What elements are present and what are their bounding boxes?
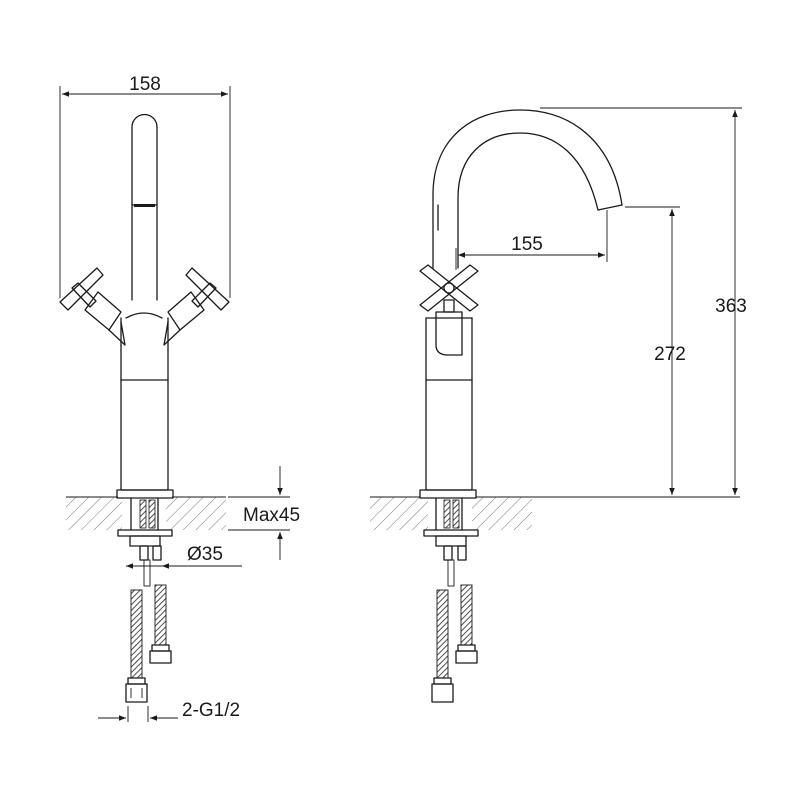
side-countertop xyxy=(370,496,740,530)
front-body xyxy=(120,344,169,491)
side-cross-handle xyxy=(419,264,479,313)
side-view: 155 363 272 xyxy=(370,107,747,703)
side-base-flange xyxy=(419,489,477,499)
dimension-connection: 2-G1/2 xyxy=(98,700,240,722)
side-shank xyxy=(423,497,479,561)
dimension-spout-reach: 155 xyxy=(455,210,608,270)
front-view: 158 Max45 Ø35 2-G1/2 xyxy=(59,74,300,722)
dimension-hole-diameter: Ø35 xyxy=(125,544,242,569)
dimension-total-height: 363 xyxy=(540,107,747,495)
label-max-deck: Max45 xyxy=(243,505,300,526)
label-total-height: 363 xyxy=(715,296,747,317)
side-spout xyxy=(432,109,623,269)
label-width-158: 158 xyxy=(129,74,161,95)
label-connection: 2-G1/2 xyxy=(182,700,240,721)
front-spout xyxy=(131,113,158,301)
front-right-handle xyxy=(163,267,230,346)
dimension-max-deck: Max45 xyxy=(228,466,300,560)
label-spout-height: 272 xyxy=(654,344,686,365)
side-body xyxy=(425,317,473,491)
front-countertop xyxy=(66,496,226,530)
dimension-spout-height: 272 xyxy=(625,206,686,495)
front-left-handle xyxy=(59,267,126,346)
front-shank xyxy=(117,497,173,561)
label-spout-reach: 155 xyxy=(511,234,543,255)
front-base-flange xyxy=(116,489,174,499)
dimension-width-158: 158 xyxy=(59,74,231,298)
label-hole-diameter: Ø35 xyxy=(187,544,223,565)
front-hoses xyxy=(125,559,172,703)
side-hoses xyxy=(431,559,478,703)
